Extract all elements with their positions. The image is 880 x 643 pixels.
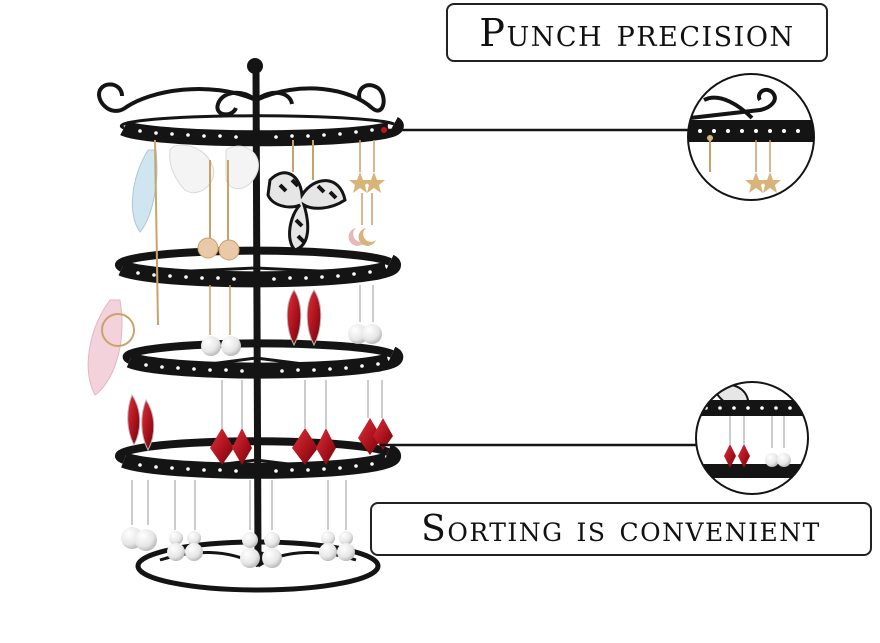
earrings-tier-2 <box>87 285 382 396</box>
zoom-circle-top <box>687 73 815 201</box>
callout-label-sorting-convenient: Sorting is convenient <box>370 502 872 556</box>
callout-lines <box>380 127 698 447</box>
earrings-tier-1 <box>131 139 385 326</box>
tier-3 <box>126 346 404 379</box>
callout-label-punch-precision: Punch precision <box>446 3 828 62</box>
zoom-circle-bottom <box>695 381 809 495</box>
top-scroll-hooks <box>97 82 386 117</box>
earrings-tier-3 <box>127 380 393 465</box>
tier-2 <box>118 254 402 288</box>
earrings-tier-4 <box>121 480 355 568</box>
punch-holes <box>136 128 380 473</box>
houndstooth-bow <box>266 171 347 252</box>
